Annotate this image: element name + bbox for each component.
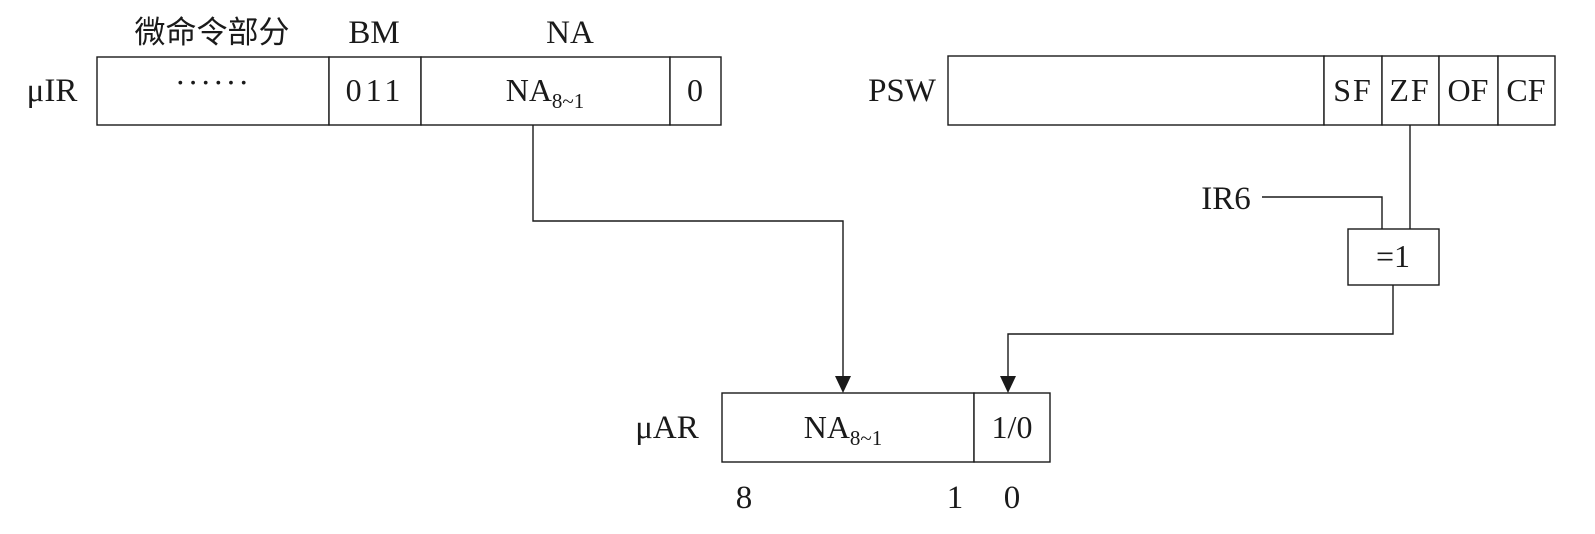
xor-gate-label: =1: [1376, 238, 1410, 274]
uar-label: μAR: [635, 410, 699, 446]
ir6-wire: [1262, 196, 1383, 229]
psw-flag-cf-cell: [1497, 55, 1556, 126]
psw-label: PSW: [868, 73, 937, 109]
uir-register: μIR 微命令部分 BM NA ······ 011 NA8~1 0: [27, 15, 722, 126]
uir-micro-command-field: [96, 56, 330, 126]
uar-bit-index-8: 8: [736, 480, 753, 516]
xor-output-wire: [1007, 285, 1394, 378]
uir-na-main: NA: [506, 72, 552, 108]
na-transfer-arrowhead: [835, 376, 851, 393]
uar-na-subscript: 8~1: [850, 426, 882, 450]
uar-low-bit-field: [973, 392, 1051, 463]
psw-flag-zf-cell: [1381, 55, 1440, 126]
psw-flag-cf: CF: [1506, 72, 1545, 108]
uir-na-subscript: 8~1: [552, 89, 584, 113]
uar-register: μAR NA8~1 1/0 8 1 0: [635, 392, 1051, 516]
psw-flag-zf: ZF: [1389, 72, 1430, 108]
ir6-label: IR6: [1201, 181, 1251, 217]
psw-flag-sf: SF: [1333, 72, 1373, 108]
uir-na-value: NA8~1: [506, 72, 585, 113]
uir-bm-value: 011: [346, 72, 405, 108]
uar-bit-index-1: 1: [947, 480, 964, 516]
uar-bit-index-0: 0: [1004, 480, 1021, 516]
uar-na-value: NA8~1: [804, 409, 883, 450]
xor-output-arrowhead: [1000, 376, 1016, 393]
uir-last-bit-field: [669, 56, 722, 126]
psw-unused-field: [947, 55, 1325, 126]
uar-na-main: NA: [804, 409, 850, 445]
xor-gate-group: IR6 =1: [1000, 125, 1440, 393]
na-transfer-wire-group: [532, 125, 851, 393]
na-transfer-wire: [532, 125, 844, 378]
uir-na-field: [420, 56, 671, 126]
uir-bm-field: [328, 56, 422, 126]
psw-flag-of: OF: [1448, 72, 1489, 108]
uir-last-bit-value: 0: [687, 72, 703, 108]
psw-flag-of-cell: [1438, 55, 1499, 126]
uar-low-bit-value: 1/0: [992, 409, 1033, 445]
uir-header-bm: BM: [348, 15, 399, 51]
uir-micro-command-dots: ······: [175, 64, 251, 100]
uir-header-na: NA: [546, 15, 594, 51]
psw-register: PSW SF ZF OF CF: [868, 55, 1556, 126]
uir-label: μIR: [27, 73, 78, 109]
psw-flag-sf-cell: [1323, 55, 1383, 126]
uir-header-micro-command: 微命令部分: [135, 15, 290, 51]
